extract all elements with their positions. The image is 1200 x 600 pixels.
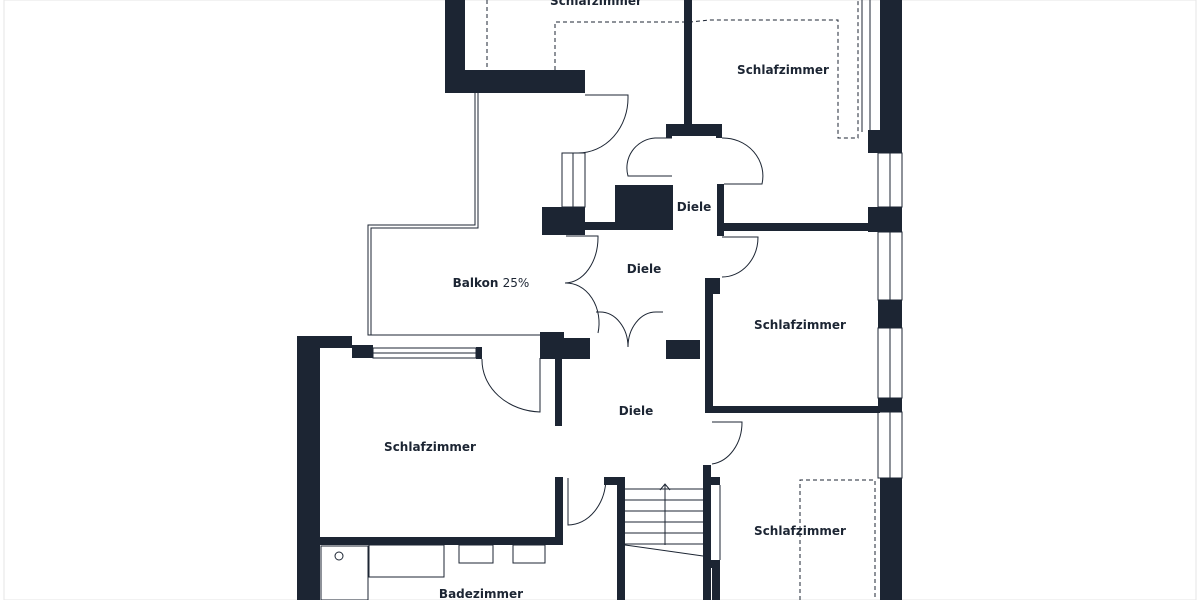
room-label: Schlafzimmer <box>550 0 642 8</box>
room-label: Balkon 25% <box>453 276 530 290</box>
sink-icon <box>512 544 546 564</box>
bathtub-icon <box>368 544 445 578</box>
shower-icon <box>320 545 369 600</box>
room-label: Diele <box>677 200 711 214</box>
room-share: 25% <box>503 276 530 290</box>
room-label: Diele <box>619 404 653 418</box>
sink-icon <box>458 544 494 564</box>
room-name: Balkon <box>453 276 499 290</box>
room-label: Schlafzimmer <box>384 440 476 454</box>
bathroom-fixtures <box>320 544 546 600</box>
stair-arrow-icon <box>659 483 671 491</box>
room-label: Badezimmer <box>439 587 523 600</box>
room-labels: Schlafzimmer Schlafzimmer Diele Diele Ba… <box>384 0 846 600</box>
windows <box>372 0 903 479</box>
plan-frame <box>3 0 1197 600</box>
walls <box>297 0 902 600</box>
room-label: Diele <box>627 262 661 276</box>
room-label: Schlafzimmer <box>737 63 829 77</box>
balcony-outline <box>367 93 540 336</box>
doors <box>481 94 764 526</box>
room-label: Schlafzimmer <box>754 318 846 332</box>
dashed-lines <box>486 0 876 600</box>
staircase <box>624 483 721 560</box>
room-label: Schlafzimmer <box>754 524 846 538</box>
